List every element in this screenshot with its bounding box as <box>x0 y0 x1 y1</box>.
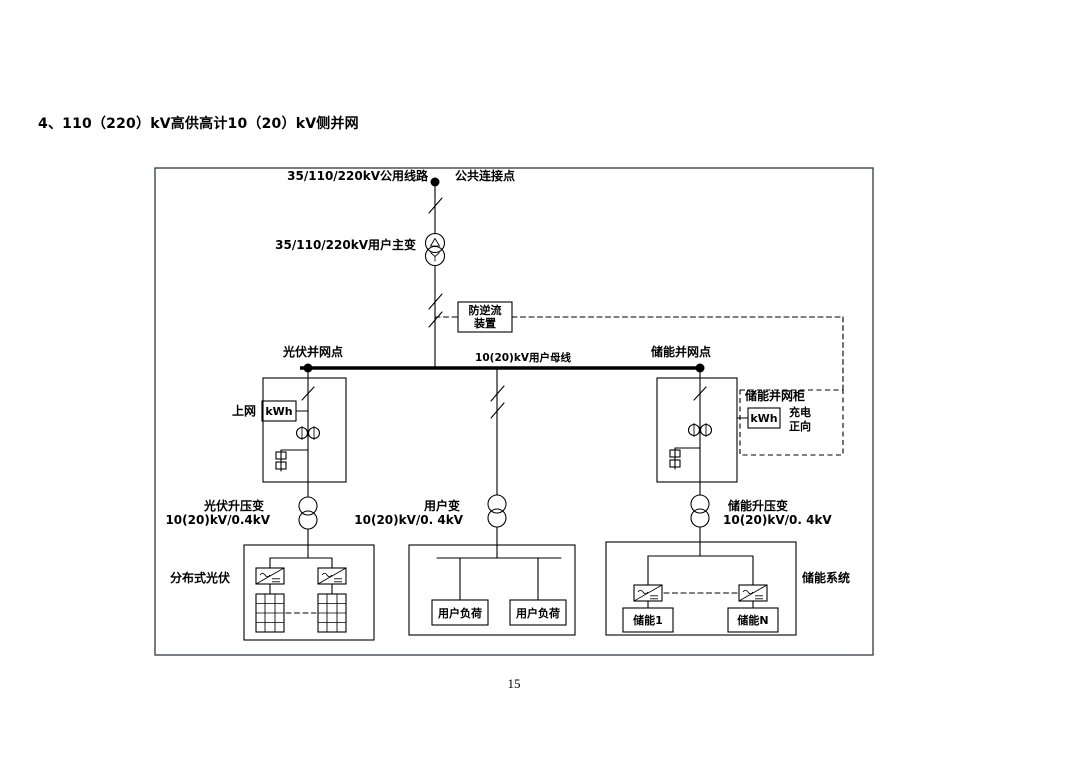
anti-reverse-dashed-link <box>511 316 844 456</box>
pv-inverter-symbol <box>317 567 347 585</box>
pv-kwh-meter-label: kWh <box>265 405 292 418</box>
ess-poc-label: 储能并网点 <box>651 344 711 359</box>
pcc-node <box>430 177 440 187</box>
ess-cabinet-label: 储能并网柜 <box>745 388 805 403</box>
pv-transformer-ratio: 10(20)kV/0.4kV <box>165 513 270 527</box>
pv-pt-fuse-symbols <box>275 449 309 472</box>
pv-ct-symbols <box>295 426 321 440</box>
ess-kwh-meter-label: kWh <box>750 412 777 425</box>
user-transformer-symbol <box>487 494 507 528</box>
pv-branch: 光伏并网点 上网 kWh 光伏升压变 10(20)kV/0.4kV <box>165 344 375 641</box>
ess-charge-label-1: 充电 <box>789 405 811 419</box>
user-load-1-label: 用户负荷 <box>438 606 482 620</box>
pcc-label: 公共连接点 <box>455 168 515 183</box>
main-transformer-symbol <box>424 232 446 267</box>
pv-inverter-symbol <box>255 567 285 585</box>
user-transformer-name: 用户变 <box>423 498 460 513</box>
ess-stepup-transformer-symbol <box>690 494 710 528</box>
public-line-label: 35/110/220kV公用线路 <box>287 168 429 183</box>
disconnector-symbol <box>428 293 443 310</box>
ess-poc-node <box>695 363 705 373</box>
pv-poc-label: 光伏并网点 <box>282 344 343 359</box>
main-transformer-label: 35/110/220kV用户主变 <box>275 237 416 252</box>
pv-system-box <box>243 544 375 641</box>
anti-reverse-label-2: 装置 <box>473 316 496 330</box>
ess-unit-n-label: 储能N <box>737 613 768 627</box>
user-load-box <box>408 544 576 636</box>
user-switch-symbol <box>490 385 505 402</box>
disconnector-symbol <box>428 311 443 328</box>
breaker-symbol <box>428 197 443 214</box>
ess-unit-1-label: 储能1 <box>633 613 663 627</box>
user-load-1-box <box>431 599 489 626</box>
page-number: 15 <box>507 676 521 691</box>
pv-poc-node <box>303 363 313 373</box>
ess-pt-fuse-symbols <box>669 447 701 470</box>
bus-label: 10(20)kV用户母线 <box>475 351 571 364</box>
user-transformer-ratio: 10(20)kV/0. 4kV <box>354 513 463 527</box>
anti-reverse-label-1: 防逆流 <box>469 303 502 317</box>
pv-panel-symbol <box>255 593 285 633</box>
ess-branch: 储能并网点 储能并网柜 kWh 充电 正向 储能升压变 <box>605 344 850 636</box>
pv-system-label: 分布式光伏 <box>170 570 230 585</box>
pv-transformer-name: 光伏升压变 <box>203 498 264 513</box>
ess-transformer-name: 储能升压变 <box>728 498 788 513</box>
ess-transformer-ratio: 10(20)kV/0. 4kV <box>723 513 832 527</box>
grid-source-section: 35/110/220kV公用线路 公共连接点 35/110/220kV用户主变 <box>275 168 515 369</box>
ess-charge-label-2: 正向 <box>789 419 811 433</box>
ess-unit-n-box <box>727 607 779 633</box>
ess-ct-symbols <box>687 423 713 437</box>
anti-reverse-device: 防逆流 装置 <box>434 301 844 456</box>
pv-switch-symbol <box>301 386 315 401</box>
user-branch: 用户变 10(20)kV/0. 4kV 用户负荷 用户负荷 <box>354 367 576 636</box>
pv-stepup-transformer-symbol <box>298 496 318 530</box>
user-load-2-box <box>509 599 567 626</box>
ess-pcs-symbol <box>738 584 768 602</box>
section-title: 4、110（220）kV高供高计10（20）kV侧并网 <box>38 116 359 132</box>
pv-panel-symbol <box>317 593 347 633</box>
ess-pcs-symbol <box>633 584 663 602</box>
pv-to-grid-label: 上网 <box>232 403 256 418</box>
diagram-border <box>154 167 874 656</box>
user-switch-symbol <box>490 402 505 419</box>
ess-system-label: 储能系统 <box>802 570 850 585</box>
ess-system-box <box>605 541 797 636</box>
pv-kwh-meter: kWh <box>261 400 309 422</box>
pv-metering-cabinet-box <box>262 377 347 483</box>
user-load-2-label: 用户负荷 <box>516 606 560 620</box>
ess-switch-symbol <box>693 386 707 401</box>
ess-metering-cabinet-box <box>656 377 738 483</box>
ess-kwh-meter: kWh <box>736 407 781 429</box>
ess-unit-1-box <box>622 607 674 633</box>
